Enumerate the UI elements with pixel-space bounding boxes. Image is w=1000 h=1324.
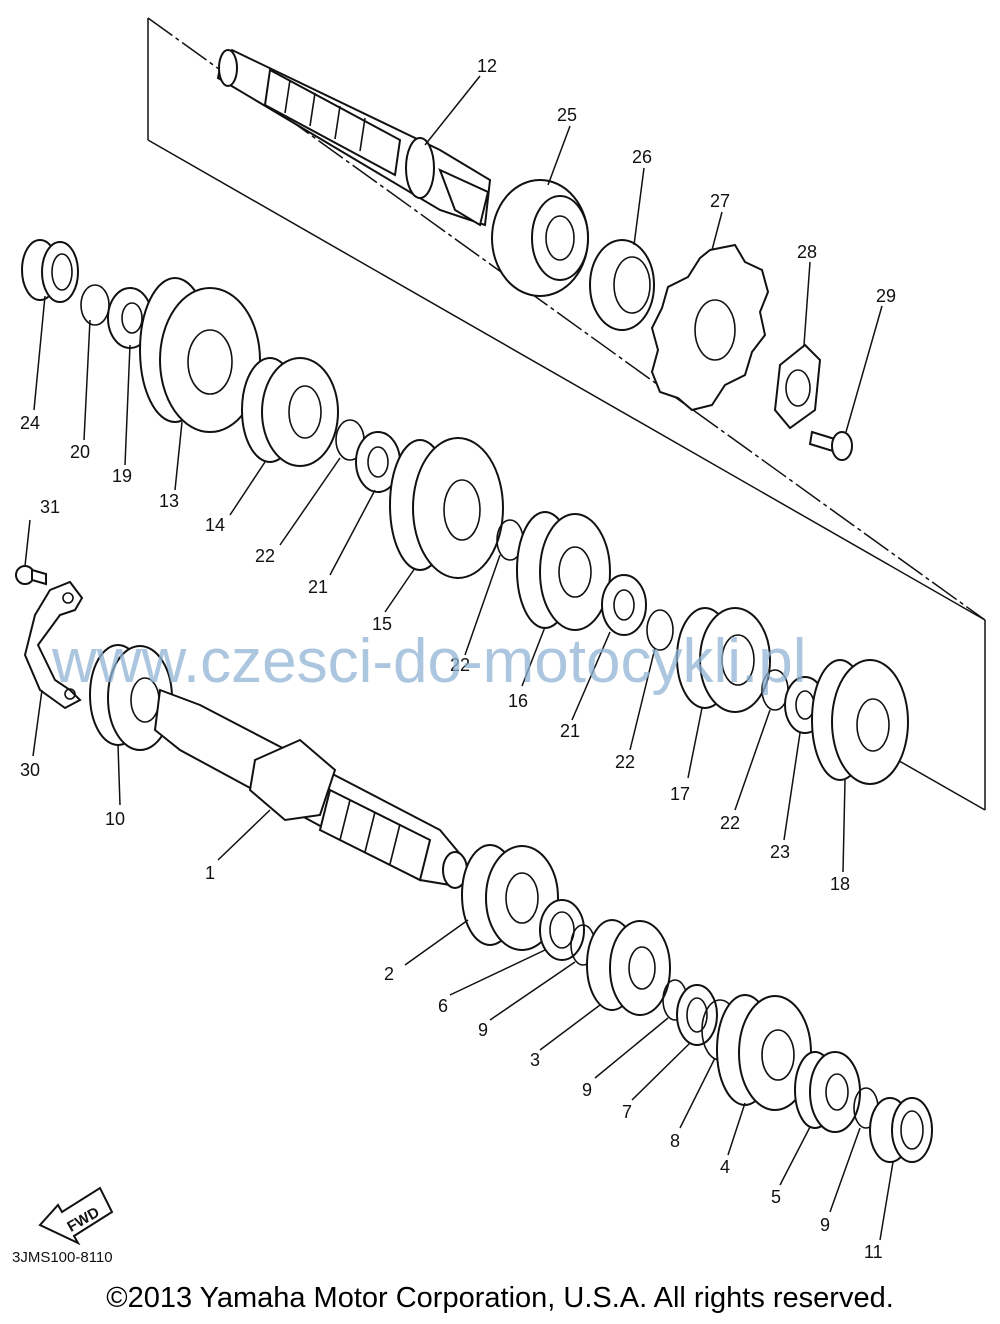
callout-11: 11 — [864, 1242, 883, 1262]
washer-part-21-b — [601, 574, 647, 636]
callout-20: 20 — [70, 442, 90, 462]
callout-27: 27 — [710, 191, 730, 211]
watermark: www.czesci-do-motocykli.pl — [51, 627, 807, 696]
circlip-part-20 — [80, 284, 110, 326]
leader-lines — [24, 75, 894, 1241]
callout-2: 2 — [384, 964, 394, 984]
lock-washer-part-28 — [773, 343, 822, 430]
drive-axle-part-1 — [153, 688, 468, 889]
screw-part-31 — [15, 565, 47, 586]
callout-9-c: 9 — [820, 1215, 830, 1235]
callout-7: 7 — [622, 1102, 632, 1122]
callout-25: 25 — [557, 105, 577, 125]
callout-14: 14 — [205, 515, 225, 535]
gear-part-5 — [794, 1051, 861, 1133]
callout-18: 18 — [830, 874, 850, 894]
washer-part-6 — [539, 899, 585, 961]
callout-26: 26 — [632, 147, 652, 167]
callout-1: 1 — [205, 863, 215, 883]
callout-13: 13 — [159, 491, 179, 511]
needle-bearing-part-24 — [21, 239, 79, 303]
drawing-code: 3JMS100-8110 — [12, 1249, 113, 1266]
washer-part-7 — [676, 984, 718, 1046]
bolt-part-29 — [808, 430, 853, 461]
callout-15: 15 — [372, 614, 392, 634]
callout-3: 3 — [530, 1050, 540, 1070]
oil-seal-part-26 — [589, 239, 655, 331]
callout-29: 29 — [876, 286, 896, 306]
bearing-retainer-part-30 — [23, 580, 84, 710]
bearing-part-25 — [491, 179, 589, 297]
callout-21-b: 21 — [560, 721, 580, 741]
gear-part-13 — [139, 277, 261, 433]
callout-22-c: 22 — [615, 752, 635, 772]
callout-17: 17 — [670, 784, 690, 804]
callout-23: 23 — [770, 842, 790, 862]
callout-28: 28 — [797, 242, 817, 262]
callout-24: 24 — [20, 413, 40, 433]
callout-19: 19 — [112, 466, 132, 486]
drive-sprocket-part-27 — [650, 243, 770, 412]
gear-part-3 — [586, 919, 671, 1016]
callout-5: 5 — [771, 1187, 781, 1207]
gear-part-17 — [676, 607, 771, 713]
callout-labels: 12 25 26 27 28 29 24 20 19 13 14 22 21 1… — [20, 56, 896, 1262]
callout-22-d: 22 — [720, 813, 740, 833]
circlip-part-22-c — [646, 609, 674, 651]
forward-arrow-icon: FWD — [38, 1186, 114, 1246]
callout-12: 12 — [477, 56, 497, 76]
gear-part-14 — [241, 357, 339, 467]
callout-22-a: 22 — [255, 546, 275, 566]
washer-part-21-a — [355, 431, 401, 493]
callout-22-b: 22 — [450, 655, 470, 675]
main-axle-part-12 — [216, 48, 492, 227]
gear-part-16 — [516, 511, 611, 631]
callout-31: 31 — [40, 497, 60, 517]
callout-6: 6 — [438, 996, 448, 1016]
gear-part-4 — [716, 994, 812, 1111]
callout-30: 30 — [20, 760, 40, 780]
callout-9-b: 9 — [582, 1080, 592, 1100]
needle-bearing-part-11 — [869, 1097, 933, 1163]
callout-21-a: 21 — [308, 577, 328, 597]
callout-9-a: 9 — [478, 1020, 488, 1040]
callout-16: 16 — [508, 691, 528, 711]
callout-8: 8 — [670, 1131, 680, 1151]
callout-4: 4 — [720, 1157, 730, 1177]
gear-part-18 — [811, 659, 909, 785]
gear-part-15 — [389, 437, 504, 579]
copyright-notice: ©2013 Yamaha Motor Corporation, U.S.A. A… — [106, 1282, 894, 1314]
callout-10: 10 — [105, 809, 125, 829]
